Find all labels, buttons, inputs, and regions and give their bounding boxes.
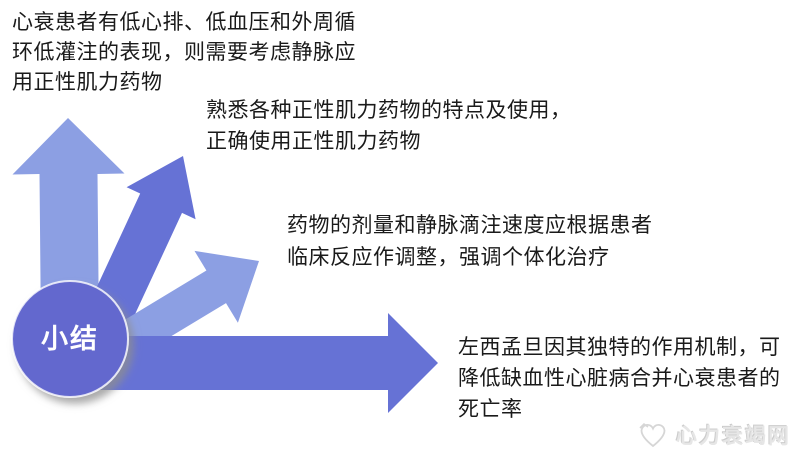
watermark-label: 心力衰竭网 [676,425,791,448]
point-3-line-1: 药物的剂量和静脉滴注速度应根据患者 [287,214,653,237]
horizontal-arrow [70,313,438,413]
point-4-line-2: 降低缺血性心脏病合并心衰患者的 [458,367,781,390]
heart-logo-icon [639,422,666,448]
point-4-line-1: 左西孟旦因其独特的作用机制，可 [458,336,781,359]
summary-circle-label: 小结 [41,324,99,354]
point-3-line-2: 临床反应作调整，强调个体化治疗 [287,246,610,269]
point-1-line-3: 用正性肌力药物 [12,71,163,94]
point-4-line-3: 死亡率 [458,398,523,421]
summary-circle [11,280,129,398]
watermark: 心力衰竭网 [638,418,791,452]
point-2-line-2: 正确使用正性肌力药物 [206,130,421,153]
point-1-line-2: 环低灌注的表现，则需要考虑静脉应 [12,41,356,64]
point-1-text: 心衰患者有低心排、低血压和外周循 环低灌注的表现，则需要考虑静脉应 用正性肌力药… [12,8,356,98]
up-arrow [12,118,125,335]
point-3-text: 药物的剂量和静脉滴注速度应根据患者 临床反应作调整，强调个体化治疗 [287,210,653,274]
point-2-line-1: 熟悉各种正性肌力药物的特点及使用， [206,99,572,122]
point-1-line-1: 心衰患者有低心排、低血压和外周循 [12,11,356,34]
point-2-text: 熟悉各种正性肌力药物的特点及使用， 正确使用正性肌力药物 [206,95,572,157]
point-4-text: 左西孟旦因其独特的作用机制，可 降低缺血性心脏病合并心衰患者的 死亡率 [458,332,781,425]
